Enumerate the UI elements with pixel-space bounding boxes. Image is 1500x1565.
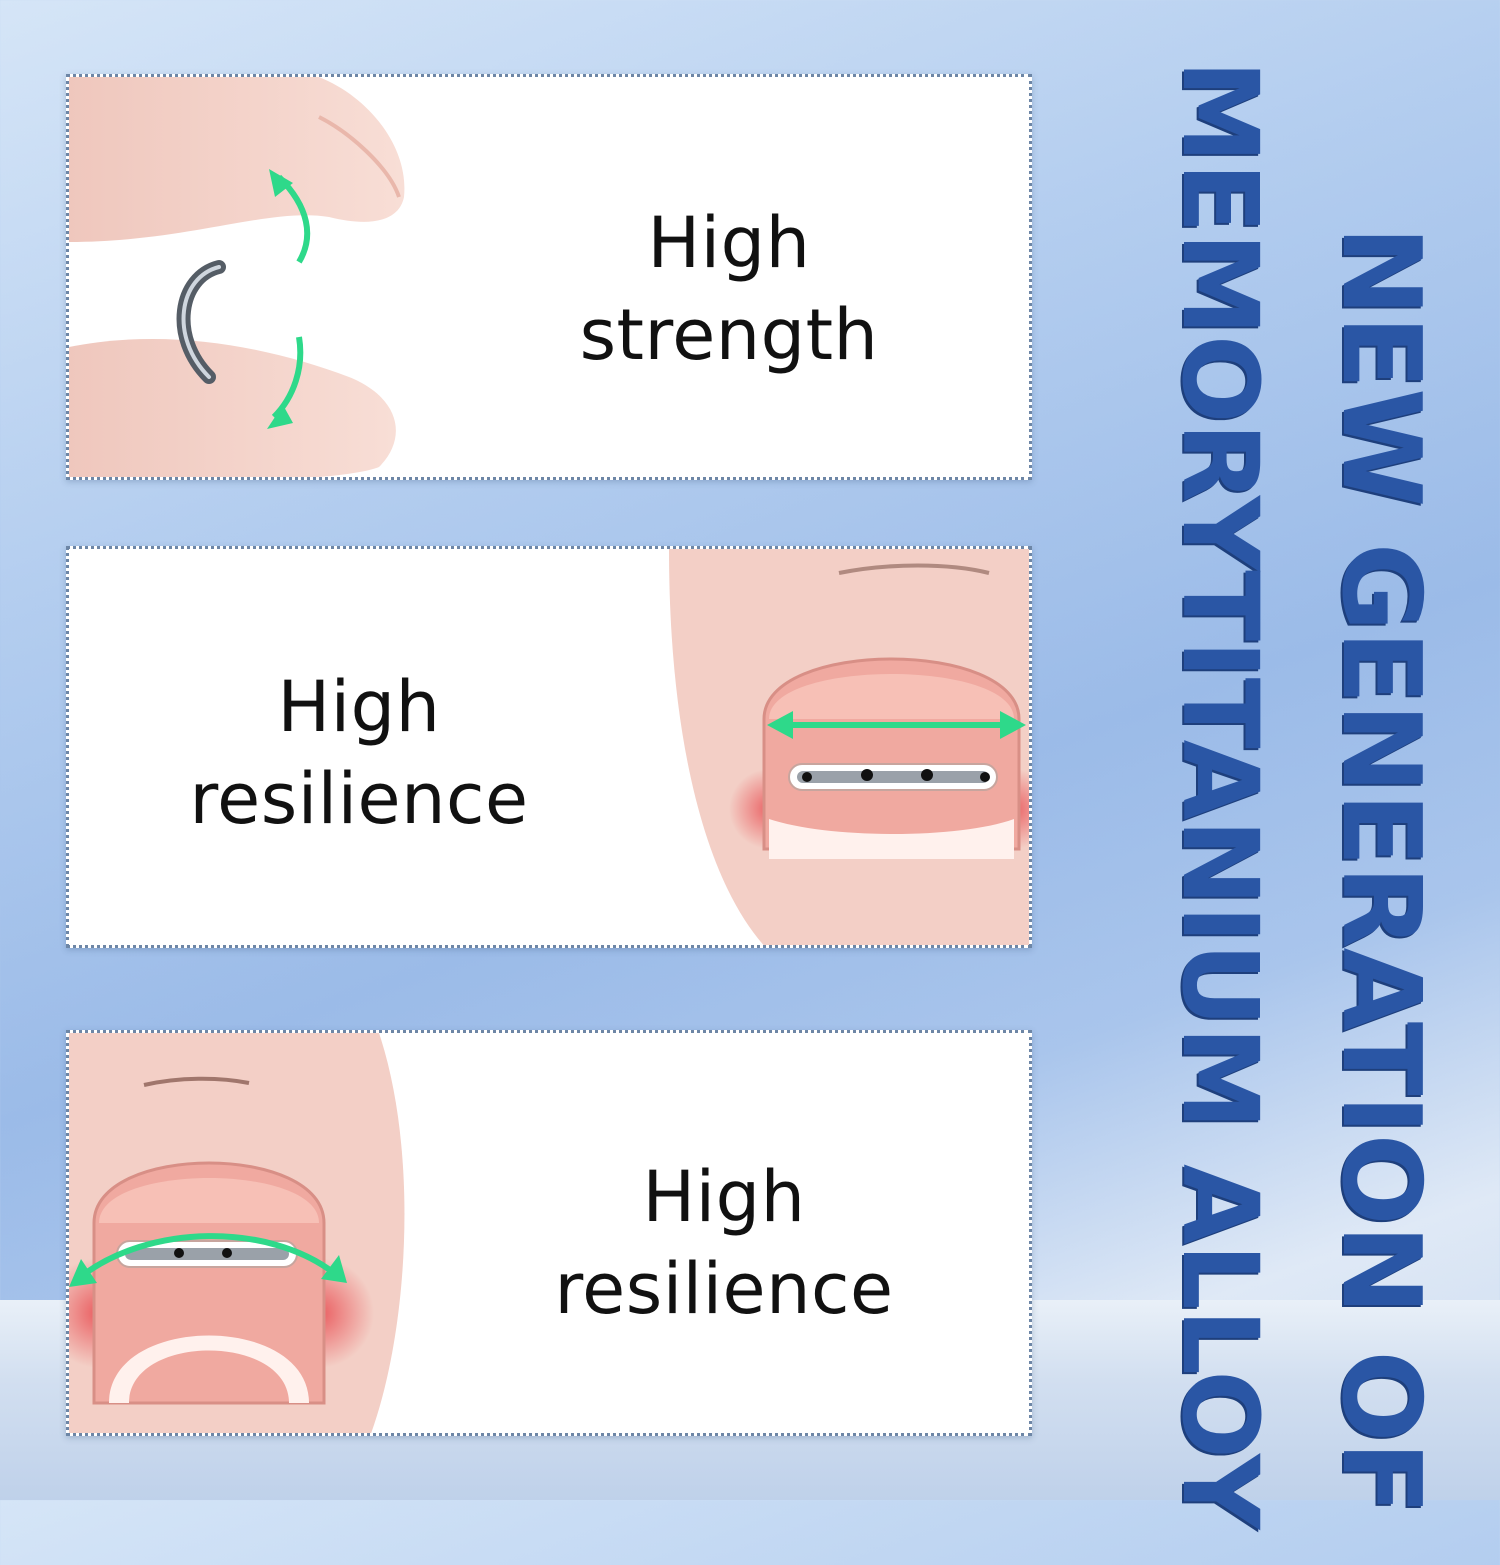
headline-line-2: MEMORYTITANIUM ALLOY — [1159, 60, 1281, 1529]
feature-label-line2: resilience — [554, 1248, 894, 1330]
toenail-curved-brace-illustration — [69, 1033, 405, 1433]
feature-panel-resilience-1: High resilience — [66, 546, 1032, 948]
feature-label-line1: High — [647, 202, 811, 284]
headline-line-1: NEW GENERATION OF — [1318, 225, 1443, 1515]
feature-label: High resilience — [159, 661, 559, 845]
feature-label-line2: resilience — [189, 758, 529, 840]
feature-label-line1: High — [277, 666, 441, 748]
feature-panel-strength: High strength — [66, 74, 1032, 480]
feature-label-line2: strength — [579, 294, 879, 376]
feature-panel-resilience-2: High resilience — [66, 1030, 1032, 1436]
feature-label-line1: High — [642, 1156, 806, 1238]
feature-label: High strength — [539, 197, 919, 381]
feature-label: High resilience — [529, 1151, 919, 1335]
finger-pinch-illustration — [69, 77, 405, 477]
toenail-brace-illustration — [669, 549, 1029, 945]
